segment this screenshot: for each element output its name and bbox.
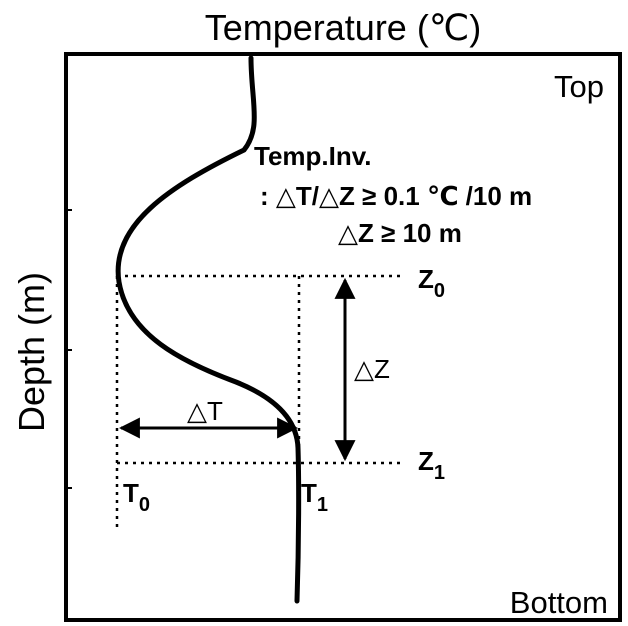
- bottom-label: Bottom: [510, 585, 608, 620]
- reference-lines: [115, 274, 404, 528]
- plot-frame: [64, 52, 622, 622]
- top-label: Top: [554, 69, 604, 104]
- criteria-thickness: △Z ≥ 10 m: [338, 218, 462, 248]
- z1-label: Z1: [418, 446, 445, 484]
- y-axis-title: Depth (m): [11, 272, 52, 432]
- criteria-title: Temp.Inv.: [254, 141, 372, 171]
- t1-label: T1: [301, 478, 328, 516]
- z0-label: Z0: [418, 264, 445, 302]
- temperature-profile-curve: [115, 55, 302, 604]
- criteria-gradient: : △T/△Z ≥ 0.1 ℃ /10 m: [260, 181, 532, 211]
- t0-label: T0: [123, 478, 150, 516]
- delta-t-label: △T: [187, 396, 223, 426]
- delta-z-label: △Z: [354, 354, 390, 384]
- inversion-criteria: Temp.Inv. : △T/△Z ≥ 0.1 ℃ /10 m △Z ≥ 10 …: [254, 141, 532, 248]
- depth-ticks: [66, 209, 72, 489]
- x-axis-title: Temperature (℃): [205, 7, 482, 48]
